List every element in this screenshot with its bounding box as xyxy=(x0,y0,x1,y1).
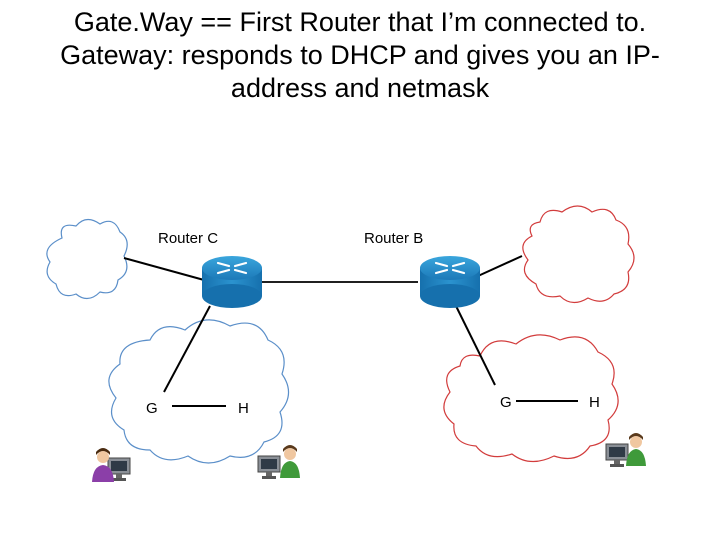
router-c-icon xyxy=(202,256,262,308)
left-host-label: H xyxy=(238,400,249,417)
slide-title: Gate.Way == First Router that I’m connec… xyxy=(20,6,700,105)
router-b-icon xyxy=(420,256,480,308)
cloud-left-lan xyxy=(108,319,290,464)
link-router-b-to-gateway-g xyxy=(455,305,496,386)
cloud-right-lan xyxy=(443,334,619,463)
left-gateway-label: G xyxy=(146,400,158,417)
router-c-label: Router C xyxy=(158,230,218,247)
user-green-at-computer-right-icon xyxy=(605,433,646,467)
cloud-upper-left xyxy=(46,218,128,300)
router-b-label: Router B xyxy=(364,230,423,247)
link-cloud-to-router-c xyxy=(123,257,205,281)
link-router-b-to-cloud xyxy=(477,255,523,277)
link-router-c-to-gateway-g xyxy=(163,305,211,393)
user-purple-at-computer-icon xyxy=(92,448,131,482)
title-line-2: Gateway: responds to DHCP and gives you … xyxy=(60,40,660,70)
title-line-3: address and netmask xyxy=(230,73,490,103)
cloud-upper-right xyxy=(522,205,635,304)
title-line-1: Gate.Way == First Router that I’m connec… xyxy=(73,7,647,37)
right-host-label: H xyxy=(589,394,600,411)
user-green-at-computer-icon xyxy=(257,445,300,479)
right-gateway-label: G xyxy=(500,394,512,411)
